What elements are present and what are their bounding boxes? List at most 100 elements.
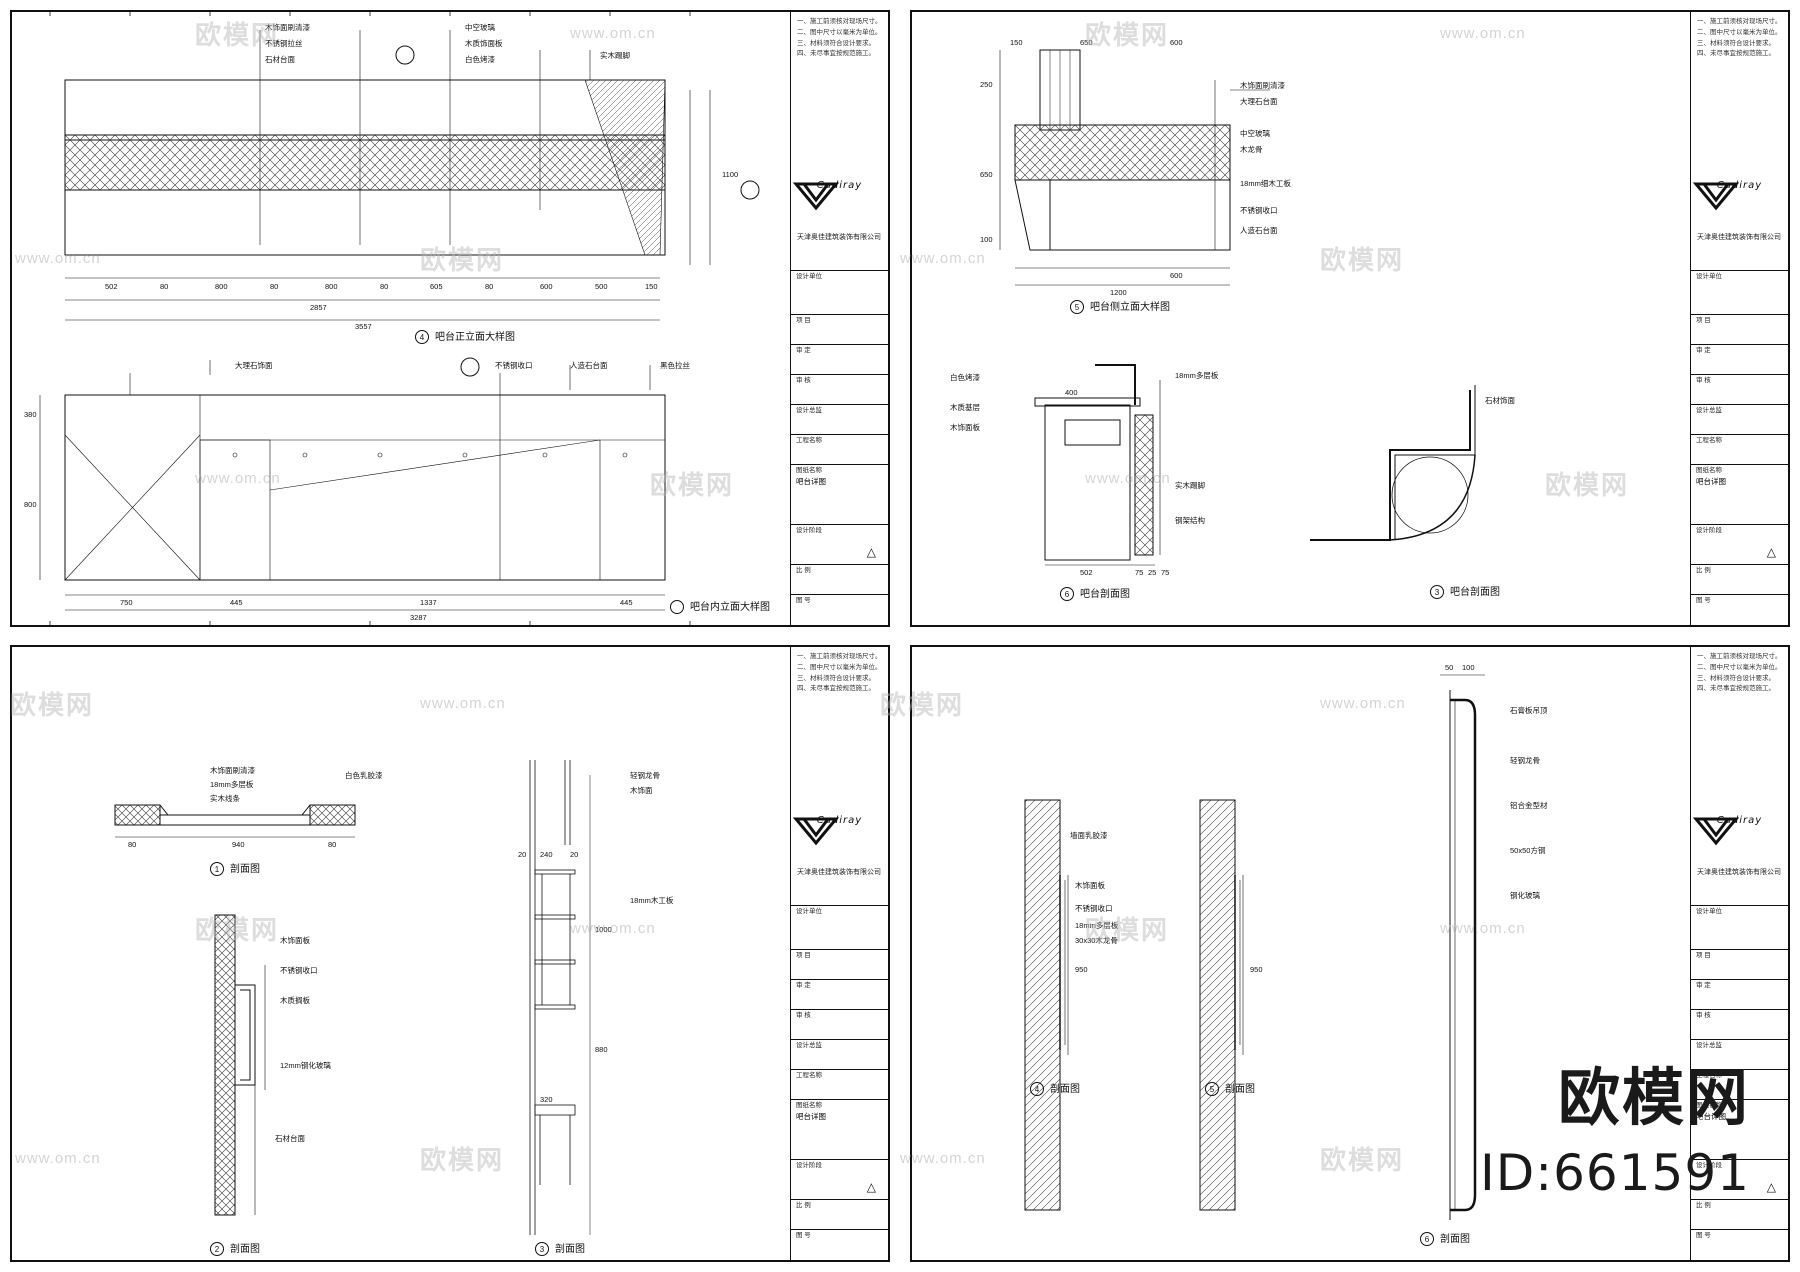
tb-row: 工程名称 [791,434,888,447]
tb-row: 工程名称 [1691,434,1788,447]
company-name: 天津奥佳建筑装饰有限公司 [797,234,881,241]
callout: 18mm多层板 [1175,371,1219,380]
dim-500: 500 [595,282,608,291]
tb-row: 比 例 [1691,1199,1788,1212]
callout: 18mm木工板 [630,896,674,905]
tb-row: 设计总监 [791,1039,888,1052]
dim-240: 240 [540,850,553,859]
dim-25: 25 [1148,568,1157,577]
cadiray-logo-icon [1692,817,1740,846]
dim-100: 100 [1462,663,1475,672]
callout: 人造石台面 [1240,226,1278,235]
callout: 18mm细木工板 [1240,179,1291,188]
watermark-logo: 欧模网 [1320,245,1405,275]
watermark-url: www.om.cn [195,470,281,487]
dim-75b: 75 [1161,568,1170,577]
callout: 木饰面板 [280,936,310,945]
watermark-url: www.om.cn [15,250,101,267]
watermark-url: www.om.cn [1320,695,1406,712]
company-logo: Cadiray [791,180,888,211]
warning-triangle-icon: △ [866,545,876,559]
sheet-1-drawing [10,10,890,627]
dim-600: 600 [540,282,553,291]
dim-1000: 1000 [595,925,612,934]
dim-445b: 445 [620,598,633,607]
tb-row: 比 例 [791,1199,888,1212]
dim-1200: 1200 [1110,288,1127,297]
warning-triangle-icon: △ [1766,545,1776,559]
dim-20a: 20 [518,850,527,859]
dim-20b: 20 [570,850,579,859]
warning-triangle-icon: △ [1766,1180,1776,1194]
callout: 木质基层 [950,403,980,412]
dim-605: 605 [430,282,443,291]
tb-row: 设计单位 [1691,270,1788,283]
dim-100: 100 [980,235,993,244]
callout: 石膏板吊顶 [1510,706,1548,715]
callout: 石材台面 [275,1134,305,1143]
watermark-logo: 欧模网 [1085,915,1170,945]
tb-row: 设计单位 [1691,905,1788,918]
callout: 50x50方钢 [1510,846,1546,855]
callout: 12mm钢化玻璃 [280,1061,331,1070]
general-notes: 一、施工前须核对现场尺寸。二、图中尺寸以毫米为单位。三、材料须符合设计要求。四、… [1697,653,1782,693]
dim-880: 880 [595,1045,608,1054]
callout: 不锈钢收口 [280,966,318,975]
tb-row: 图纸名称吧台详图 [1691,464,1788,488]
tb-row: 图 号 [791,1229,888,1242]
dim-3557: 3557 [355,322,372,331]
tb-row: 设计单位 [791,905,888,918]
tb-row: 审 定 [791,979,888,992]
callout: 木饰面刷清漆 [1240,81,1285,90]
callout: 石材台面 [265,55,295,64]
callout: 人造石台面 [570,361,608,370]
callout: 木饰面刷清漆 [210,766,255,775]
tb-row: 图 号 [1691,594,1788,607]
dim-380: 380 [24,410,37,419]
tb-row: 设计总监 [791,404,888,417]
callout: 木质饰面板 [465,39,503,48]
dim-2857: 2857 [310,303,327,312]
callout: 轻钢龙骨 [1510,756,1540,765]
tb-row: 审 核 [1691,1009,1788,1022]
callout: 白色烤漆 [465,55,495,64]
dim-150: 150 [1010,38,1023,47]
callout: 白色乳胶漆 [345,771,383,780]
company-name: 天津奥佳建筑装饰有限公司 [1697,234,1781,241]
dim-502: 502 [105,282,118,291]
tb-row: 项 目 [1691,314,1788,327]
dim-800b: 800 [325,282,338,291]
watermark-logo: 欧模网 [1320,1145,1405,1175]
watermark-logo: 欧模网 [420,245,505,275]
callout: 实木踢脚 [600,51,630,60]
tb-row: 工程名称 [791,1069,888,1082]
tb-row: 审 核 [791,1009,888,1022]
tb-row: 项 目 [791,314,888,327]
general-notes: 一、施工前须核对现场尺寸。二、图中尺寸以毫米为单位。三、材料须符合设计要求。四、… [797,653,882,693]
company-name: 天津奥佳建筑装饰有限公司 [1697,869,1781,876]
tb-row: 图纸名称吧台详图 [791,464,888,488]
dim-1100: 1100 [722,170,739,179]
callout: 木龙骨 [1240,145,1263,154]
callout: 木饰面板 [1075,881,1105,890]
watermark-url: www.om.cn [570,920,656,937]
callout: 30x30木龙骨 [1075,936,1118,945]
watermark-url: www.om.cn [900,1150,986,1167]
dim-320: 320 [540,1095,553,1104]
dim-80c: 80 [380,282,389,291]
dim-150: 150 [645,282,658,291]
tb-row: 比 例 [791,564,888,577]
dim-750: 750 [120,598,133,607]
callout: 白色烤漆 [950,373,980,382]
callout: 木质搁板 [280,996,310,1005]
callout: 实木线条 [210,794,240,803]
view-title: 吧台内立面大样图 [670,598,770,615]
tb-row: 设计总监 [1691,1039,1788,1052]
callout: 钢架结构 [1175,516,1205,525]
dim-80: 80 [160,282,169,291]
watermark-logo: 欧模网 [420,1145,505,1175]
watermark-url: www.om.cn [1440,920,1526,937]
